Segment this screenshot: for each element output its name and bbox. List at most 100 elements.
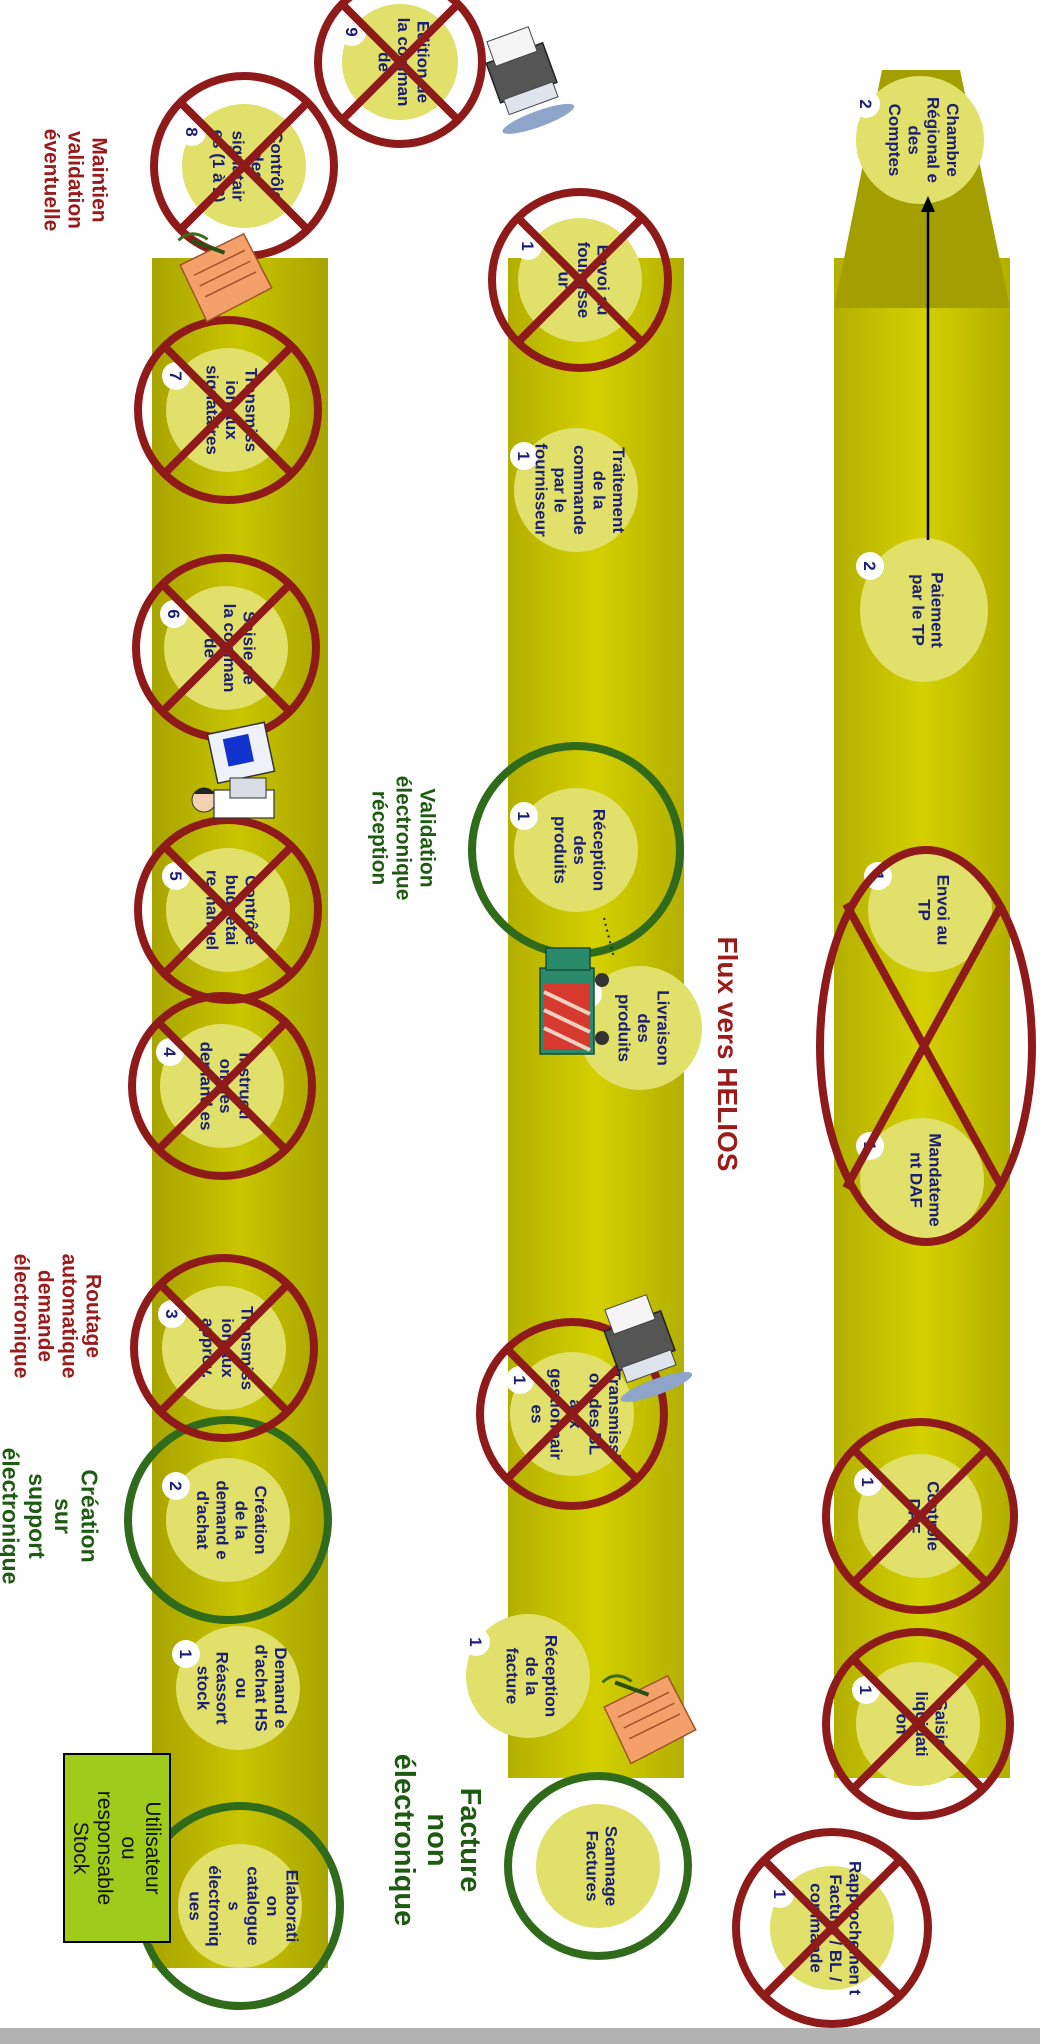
step-saisie-commande-number: 6 <box>164 609 183 618</box>
step-controle-budgetaire: 5Contrôlebudgétaire manuel <box>134 816 322 1004</box>
step-envoi-tp-label: Envoi auTP <box>914 875 952 946</box>
step-chambre-regionale-badge <box>852 90 880 118</box>
step-edition-commande-cross-ring <box>314 0 486 148</box>
printer-icon <box>603 1294 693 1402</box>
step-reception-facture-number: 1 <box>466 1637 485 1646</box>
step-creation-demande-number: 2 <box>166 1481 185 1490</box>
truck-icon <box>539 947 609 1055</box>
step-elaboration-catalogues-bubble <box>178 1844 302 1968</box>
label-validation-reception: Validationélectroniqueréception <box>368 776 439 901</box>
footer-bar <box>0 2028 1040 2044</box>
step-demande-achat-number: 1 <box>176 1649 195 1658</box>
actor-label: UtilisateurouresponsableStock <box>69 1791 164 1905</box>
step-envoi-tp-bubble <box>868 848 992 972</box>
flow-arrow-head <box>921 196 935 212</box>
step-mandatement-daf-label: Mandatement DAF <box>906 1133 944 1227</box>
step-controle-budgetaire-cross-ring <box>134 816 322 1004</box>
step-paiement-tp-badge <box>856 552 884 580</box>
step-chambre-regionale-number: 2 <box>856 99 875 108</box>
step-rapprochement-cross-line <box>760 1856 904 2000</box>
step-instruction-demandes-number: 4 <box>160 1047 179 1057</box>
step-paiement-tp-label: Paiementpar le TP <box>908 572 946 648</box>
label-creation-support: Créationsursupportélectronique <box>0 1448 102 1585</box>
step-edition-commande-number: 9 <box>342 27 361 36</box>
label-flux-helios: Flux vers HELIOS <box>712 937 743 1172</box>
step-reception-facture-label: Réceptionde lafacture <box>503 1635 561 1717</box>
step-paiement-tp-number: 2 <box>860 561 879 570</box>
step-transmission-bl-cross-ring <box>476 1318 668 1510</box>
step-reception-produits-number: 1 <box>514 811 533 820</box>
step-saisie-commande-cross-line <box>158 580 294 716</box>
step-transmission-approv-cross-line <box>156 1280 292 1416</box>
step-transmission-approv-number: 3 <box>162 1309 181 1318</box>
step-transmission-signataires: 7Transmission auxsignataires <box>134 316 322 504</box>
step-rapprochement-number: 1 <box>770 1889 789 1898</box>
step-scannage-factures-label: ScannageFactures <box>582 1826 620 1906</box>
step-demande-achat-badge <box>172 1640 200 1668</box>
step-chambre-regionale: 2 ChambreRégional edesComptes <box>852 76 984 204</box>
step-transmission-approv-cross-ring <box>130 1254 318 1442</box>
step-reception-facture-bubble <box>466 1614 590 1738</box>
step-edition-commande-cross-line <box>338 0 462 124</box>
step-envoi-fournisseur-number: 1 <box>518 241 537 250</box>
step-livraison-produits-label: Livraisondesproduits <box>615 990 673 1066</box>
step-chambre-regionale-bubble <box>856 76 984 204</box>
step-scannage-factures-validation-ring <box>504 1772 692 1960</box>
label-routage-automatique: Routageautomatiquedemandeélectronique <box>10 1254 105 1379</box>
step-reception-produits-badge <box>510 802 538 830</box>
step-scannage-factures-bubble <box>536 1804 660 1928</box>
step-transmission-approv: 3Transmission auxapprov. <box>130 1254 318 1442</box>
step-reception-produits: 1 Réceptiondesproduits <box>468 742 684 958</box>
step-saisie-liquidation-cross-ring <box>822 1628 1014 1820</box>
step-traitement-fournisseur-number: 1 <box>514 451 533 460</box>
document-icon <box>601 1674 697 1765</box>
mandatement-envoi-cross <box>816 846 1036 1246</box>
step-traitement-fournisseur-badge <box>510 442 538 470</box>
step-paiement-tp-bubble <box>860 538 988 682</box>
step-envoi-fournisseur-cross-ring <box>488 188 672 372</box>
step-reception-facture-badge <box>462 1628 490 1656</box>
step-creation-demande-bubble <box>166 1458 290 1582</box>
step-controle-signataires-number: 8 <box>182 127 201 136</box>
step-controle-daf-cross-ring <box>822 1418 1018 1614</box>
step-transmission-bl-number: 1 <box>510 1375 529 1384</box>
label-maintien-validation: Maintienvalidationéventuelle <box>40 129 111 232</box>
mandatement-envoi-cross-ring <box>816 846 1036 1246</box>
step-rapprochement-cross-ring <box>732 1828 932 2028</box>
step-transmission-signataires-number: 7 <box>166 371 185 380</box>
step-transmission-bl-cross-line <box>502 1344 642 1484</box>
step-demande-achat-label: Demand ed'achat HSouRéassortstock <box>193 1644 289 1731</box>
step-mandatement-daf: 1Mandatement DAF <box>856 1118 984 1242</box>
step-creation-demande-label: Créationde lademand ed'achat <box>193 1480 270 1559</box>
mandatement-envoi-cross-line <box>842 902 1006 1190</box>
dotted-connector <box>603 917 615 959</box>
step-reception-produits-label: Réceptiondesproduits <box>551 809 609 891</box>
step-saisie-liquidation-number: 1 <box>856 1685 875 1694</box>
step-envoi-fournisseur-cross-line <box>513 213 647 347</box>
step-traitement-fournisseur-label: Traitementde lacommandepar lefournisseur <box>531 443 628 537</box>
step-controle-daf-cross-line <box>849 1445 991 1587</box>
step-chambre-regionale-label: ChambreRégional edesComptes <box>885 97 962 183</box>
step-saisie-liquidation-cross-line <box>848 1654 988 1794</box>
step-saisie-liquidation: 1Saisieliquidation <box>822 1628 1014 1820</box>
step-creation-demande-validation-ring <box>124 1416 332 1624</box>
step-transmission-signataires-cross-line <box>160 342 296 478</box>
step-reception-facture: 1 Réceptionde lafacture <box>462 1614 590 1738</box>
step-creation-demande: 2 Créationde lademand ed'achat <box>124 1416 332 1624</box>
step-elaboration-catalogues: Elaborationcataloguesélectroniques <box>136 1802 344 2010</box>
label-facture-non-electronique: Facturenonélectronique <box>388 1754 486 1926</box>
step-controle-daf-number: 1 <box>858 1477 877 1486</box>
step-creation-demande-badge <box>162 1472 190 1500</box>
step-demande-achat-bubble <box>176 1626 300 1750</box>
step-mandatement-daf-bubble <box>860 1118 984 1242</box>
